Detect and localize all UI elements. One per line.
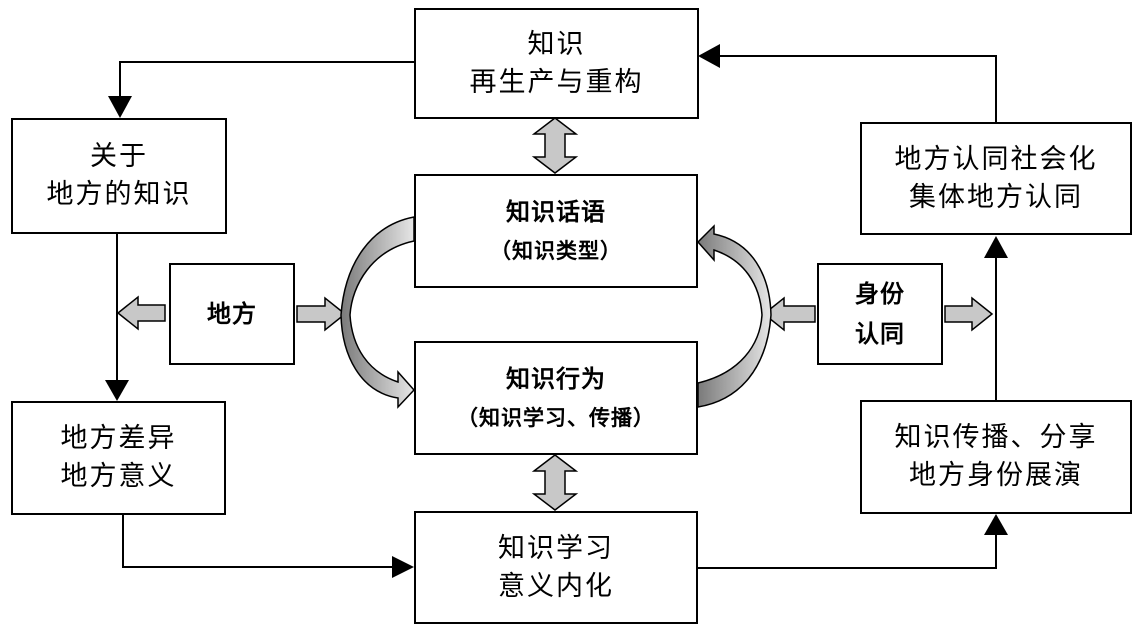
- arrow-top-to-left: [119, 61, 415, 102]
- identity-box: 身份 认同: [817, 263, 943, 365]
- arrow-right-to-top: [718, 55, 997, 122]
- arrowhead-right-top: [984, 236, 1008, 258]
- place-difference-box: 地方差异 地方意义: [11, 401, 226, 515]
- curved-arrow-right: [696, 224, 772, 408]
- arrow-bottom-to-right: [698, 530, 997, 569]
- block-arrow-identity-right: [944, 296, 994, 332]
- knowledge-learning-line2: 意义内化: [498, 570, 614, 602]
- double-arrow-bottom: [531, 454, 579, 511]
- knowledge-dissemination-line1: 知识传播、分享: [894, 422, 1098, 453]
- block-arrow-identity-left: [762, 296, 816, 332]
- knowledge-reproduction-line1: 知识: [527, 28, 586, 60]
- place-identity-socialization-line1: 地方认同社会化: [894, 143, 1098, 175]
- arrowhead-top-box: [698, 44, 720, 68]
- place-identity-socialization-line2: 集体地方认同: [909, 181, 1083, 213]
- knowledge-reproduction-box: 知识 再生产与重构: [414, 8, 699, 119]
- knowledge-discourse-line2: （知识类型）: [490, 239, 622, 263]
- arrowhead-right-bottom: [984, 514, 1008, 535]
- knowledge-dissemination-line2: 地方身份展演: [909, 460, 1083, 491]
- place-knowledge-line2: 地方的知识: [46, 179, 192, 210]
- place-identity-socialization-box: 地方认同社会化 集体地方认同: [860, 122, 1132, 235]
- arrow-left-to-bottom: [122, 515, 395, 568]
- knowledge-learning-line1: 知识学习: [498, 532, 614, 564]
- knowledge-behavior-line1: 知识行为: [506, 365, 606, 393]
- place-difference-line1: 地方差异: [60, 423, 177, 454]
- place-box: 地方: [169, 263, 295, 365]
- knowledge-learning-box: 知识学习 意义内化: [414, 511, 698, 624]
- arrowhead-left-bottom: [105, 380, 129, 401]
- arrowhead-left-top: [108, 96, 132, 118]
- block-arrow-place-left: [116, 295, 166, 331]
- knowledge-discourse-box: 知识话语 （知识类型）: [414, 174, 698, 288]
- knowledge-behavior-box: 知识行为 （知识学习、传播）: [414, 341, 698, 455]
- curved-arrow-left: [340, 216, 416, 409]
- block-arrow-place-right: [296, 296, 347, 332]
- place-knowledge-line1: 关于: [90, 141, 148, 172]
- identity-line2: 认同: [855, 320, 905, 348]
- place-knowledge-box: 关于 地方的知识: [11, 118, 227, 234]
- arrowhead-bottom-box: [392, 556, 414, 578]
- place-label: 地方: [207, 300, 257, 328]
- knowledge-discourse-line1: 知识话语: [506, 198, 606, 226]
- double-arrow-top: [531, 117, 579, 174]
- identity-line1: 身份: [855, 280, 905, 308]
- knowledge-behavior-line2: （知识学习、传播）: [457, 406, 655, 430]
- knowledge-reproduction-line2: 再生产与重构: [469, 66, 644, 98]
- place-difference-line2: 地方意义: [60, 461, 177, 492]
- knowledge-dissemination-box: 知识传播、分享 地方身份展演: [860, 400, 1132, 514]
